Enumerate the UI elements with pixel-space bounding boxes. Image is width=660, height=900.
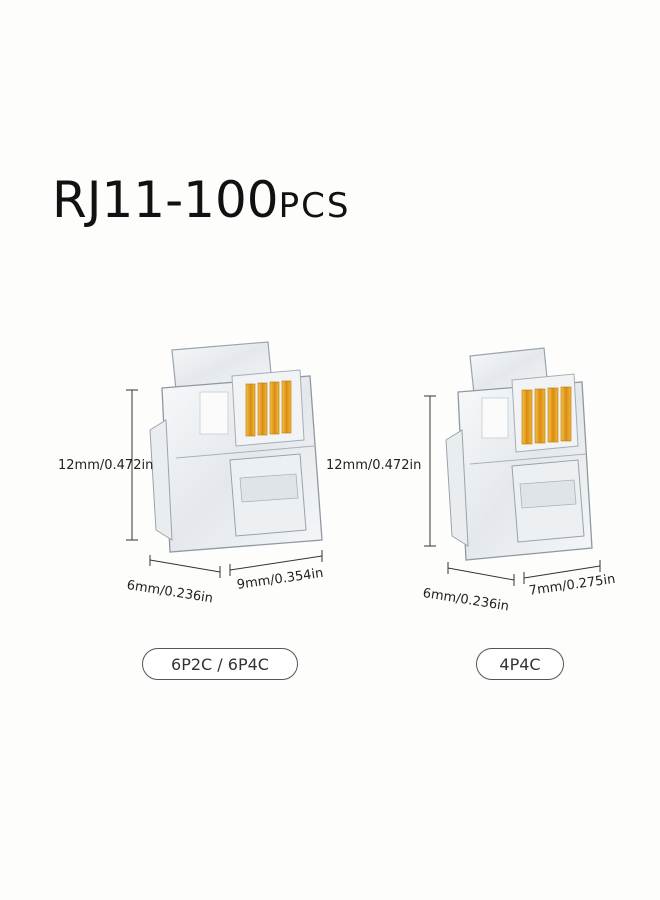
right-dimension-lines [424,395,601,586]
left-connector-label: 6P2C / 6P4C [142,648,298,680]
title-main: RJ11-100 [52,171,279,229]
right-connector-label: 4P4C [476,648,564,680]
title-suffix: PCS [278,186,351,226]
left-height-dimension: 12mm/0.472in [58,458,154,473]
left-connector [149,341,323,553]
right-height-dimension: 12mm/0.472in [326,458,422,473]
left-dimension-lines [126,389,323,578]
product-title: RJ11-100PCS [52,170,350,236]
right-connector [445,347,593,561]
